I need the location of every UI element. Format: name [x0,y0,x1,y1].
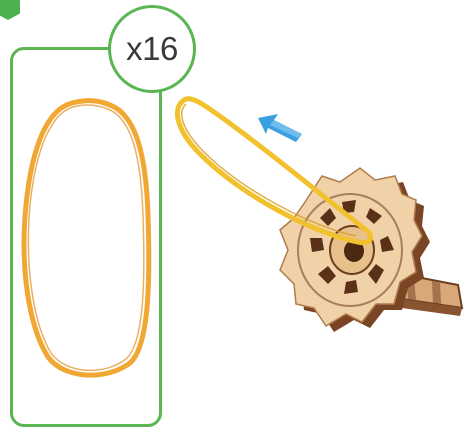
rubber-band-icon [20,95,155,380]
direction-arrow-icon [258,114,302,142]
quantity-label: x16 [126,30,178,68]
hexagon-marker-icon [0,0,20,20]
gear-assembly-illustration [170,90,470,360]
quantity-badge: x16 [108,5,196,93]
